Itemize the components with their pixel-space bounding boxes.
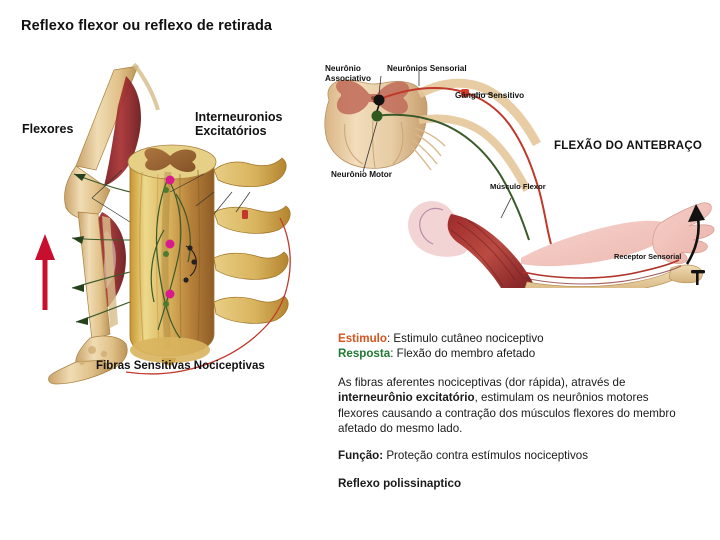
label-fibras-sensitivas-nociceptivas: Fibras Sensitivas Nociceptivas [96, 360, 265, 372]
figure-left-spinal-reflex [18, 62, 318, 392]
mechanism-part2: , estimulam os neurônios motores flexore… [338, 391, 676, 436]
sensory-pathway-red [372, 86, 552, 245]
reflexo-tipo-line: Reflexo polissinaptico [338, 476, 462, 490]
spacer-3 [338, 464, 678, 476]
dorsal-root-ganglia [213, 157, 291, 324]
label-flexao-do-antebraco: FLEXÃO DO ANTEBRAÇO [554, 140, 703, 152]
resposta-value: : Flexão do membro afetado [390, 347, 536, 361]
label-musculo-flexor: Músculo Flexor [490, 182, 546, 191]
label-neuronio-associativo-line1: Neurônio [325, 64, 361, 73]
spinal-cord-segment [127, 144, 217, 366]
label-leader-lines [91, 169, 251, 223]
label-neuronios-sensorial: Neurônios Sensorial [387, 64, 467, 73]
label-interneuronios-excitatorios: Interneuronios Excitatórios [195, 110, 283, 139]
curved-up-arrow-icon [685, 204, 705, 265]
motor-neuron-body [371, 110, 383, 122]
arm-illustration [408, 201, 715, 295]
label-receptor-sensorial: Receptor Sensorial [614, 252, 682, 261]
spinal-cord-cross-section [324, 79, 428, 169]
nerve-roots [410, 78, 541, 192]
funcao-value: Proteção contra estímulos nociceptivos [383, 449, 589, 463]
label-interneuronios-line2: Excitatórios [195, 124, 267, 139]
funcao-keyword: Função: [338, 449, 384, 463]
red-up-arrow-icon [35, 234, 55, 310]
ganglion-marker [461, 89, 469, 97]
sensory-fiber-red [125, 217, 291, 375]
label-neuronio-motor: Neurônio Motor [331, 170, 392, 179]
label-flexores: Flexores [22, 122, 74, 136]
synapse-nodes [163, 175, 197, 307]
label-neuronio-associativo: Neurônio Associativo [325, 64, 371, 85]
right-label-leaders [362, 70, 512, 219]
receptor-tack-icon [691, 270, 705, 285]
associative-neuron-body [373, 94, 385, 106]
spacer-2 [338, 436, 678, 448]
estimulo-keyword: Estimulo [338, 332, 387, 345]
funcao-line: Função: Proteção contra estímulos nocice… [338, 448, 678, 463]
description-text-block: Estimulo: Estimulo cutâneo nociceptivo R… [338, 331, 678, 491]
mechanism-bold: interneurônio excitatório [338, 391, 475, 405]
label-ganglio-sensitivo: Gânglio Sensitivo [455, 91, 525, 100]
motor-pathway-green [374, 113, 530, 241]
estimulo-value: : Estimulo cutâneo nociceptivo [386, 332, 544, 345]
mechanism-paragraph: As fibras aferentes nociceptivas (dor rá… [338, 375, 678, 437]
label-interneuronios-line1: Interneuronios [195, 110, 283, 124]
spacer-1 [338, 362, 678, 375]
axon-arrowheads [72, 174, 88, 325]
interneuron-pathways [150, 177, 191, 339]
resposta-keyword: Resposta [338, 347, 391, 361]
estimulo-line: Estimulo: Estimulo cutâneo nociceptivo [338, 331, 678, 346]
label-neuronio-associativo-line2: Associativo [325, 74, 371, 84]
page-title: Reflexo flexor ou reflexo de retirada [21, 18, 273, 34]
figure-right-forearm-flexion [315, 58, 715, 295]
resposta-line: Resposta: Flexão do membro afetado [338, 346, 678, 361]
mechanism-part1: As fibras aferentes nociceptivas (dor rá… [338, 375, 626, 389]
